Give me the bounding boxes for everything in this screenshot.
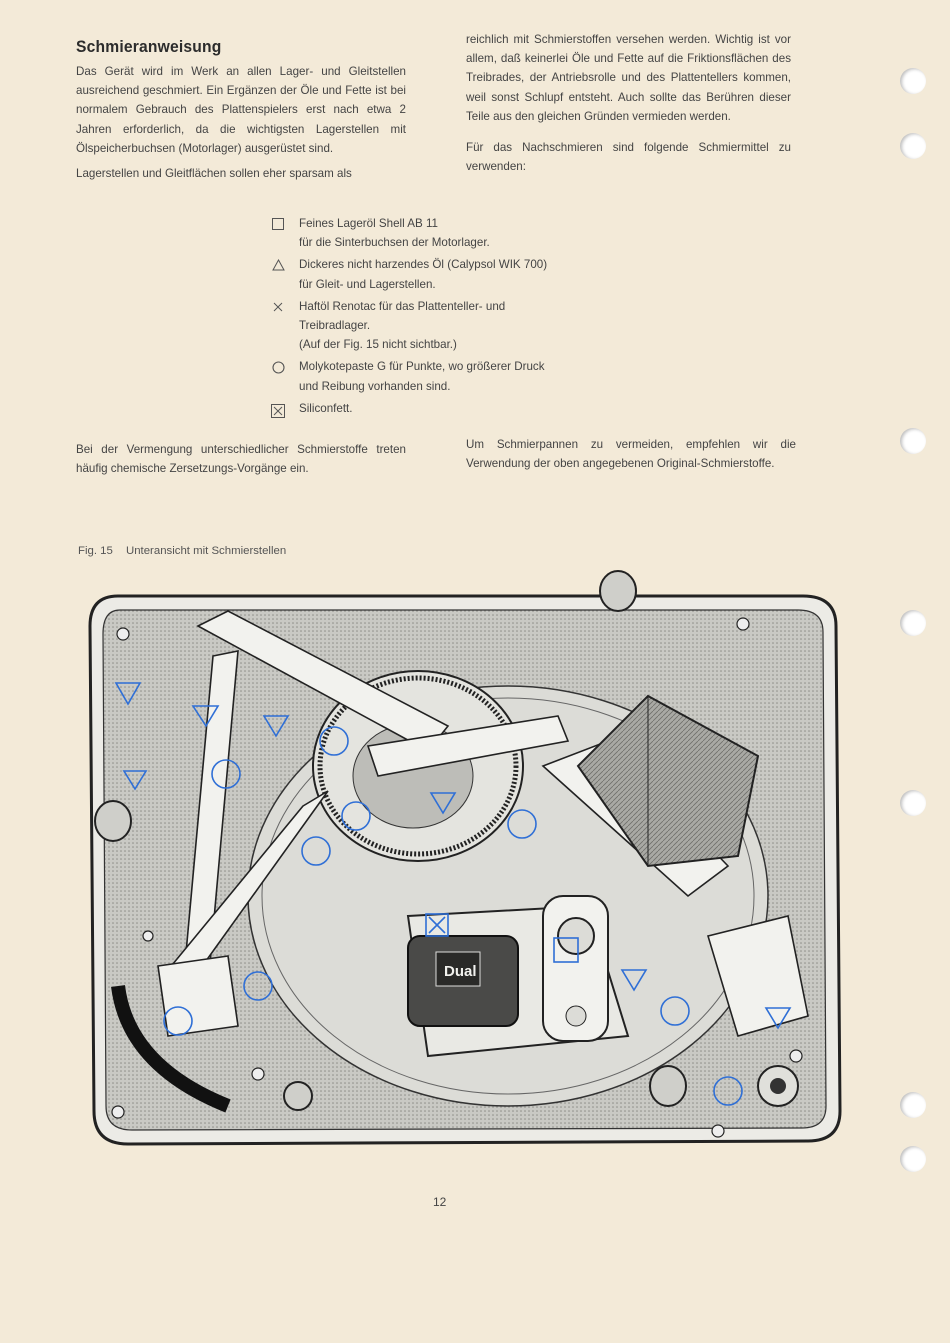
circle-marker (660, 996, 690, 1026)
punch-hole (900, 790, 926, 816)
turntable-underside-drawing: Dual (88, 570, 842, 1146)
figure-caption: Fig. 15 Unteransicht mit Schmierstellen (78, 545, 286, 557)
left-paragraph-2: Lagerstellen und Gleitflächen sollen ehe… (76, 167, 352, 181)
cueing-assembly (706, 915, 809, 1107)
motor-assembly: Dual (406, 895, 630, 1058)
legend-item-boxed-cross: Siliconfett. (270, 399, 630, 418)
rubber-feet (94, 570, 687, 1111)
cover-box (576, 694, 760, 868)
circle-icon (271, 360, 285, 374)
punch-hole (900, 133, 926, 159)
right-paragraph-1: reichlich mit Schmierstoffen versehen we… (466, 33, 791, 123)
bottom-left-note: Bei der Vermengung unterschiedlicher Sch… (76, 440, 406, 484)
triangle-marker (764, 1007, 792, 1030)
punch-hole (900, 68, 926, 94)
triangle-marker (114, 682, 142, 706)
triangle-marker (262, 715, 290, 738)
page-title: Schmieranweisung (76, 37, 222, 56)
punch-hole (900, 1092, 926, 1118)
triangle-marker (429, 792, 457, 815)
legend-line: für Gleit- und Lagerstellen. (299, 277, 436, 291)
punch-hole (900, 610, 926, 636)
circle-marker (341, 801, 371, 831)
circle-marker (507, 809, 537, 839)
triangle-marker (191, 705, 220, 728)
legend-line: Treibradlager. (299, 319, 371, 333)
figure-title: Unteransicht mit Schmierstellen (126, 545, 287, 557)
lubricant-legend: Feines Lageröl Shell AB 11 für die Sinte… (270, 214, 630, 421)
lubrication-markers (114, 682, 792, 1106)
cross-icon (271, 300, 285, 314)
punch-hole (900, 1146, 926, 1172)
legend-line: für die Sinterbuchsen der Motorlager. (299, 236, 490, 250)
legend-item-triangle: Dickeres nicht harzendes Öl (Calypsol WI… (270, 255, 630, 293)
circle-marker (713, 1076, 743, 1106)
dual-brand-label: Dual (444, 963, 477, 980)
punch-hole (900, 428, 926, 454)
triangle-icon (271, 258, 285, 272)
legend-line: Siliconfett. (299, 401, 353, 415)
square-icon (271, 217, 285, 231)
circle-marker (319, 726, 349, 756)
boxed-cross-icon (271, 403, 285, 418)
right-paragraph-2: Für das Nachschmieren sind folgende Schm… (466, 141, 791, 174)
mixing-warning: Bei der Vermengung unterschiedlicher Sch… (76, 443, 406, 476)
legend-item-square: Feines Lageröl Shell AB 11 für die Sinte… (270, 214, 630, 252)
left-paragraph-1: Das Gerät wird im Werk an allen Lager- u… (76, 65, 406, 155)
legend-line: und Reibung vorhanden sind. (299, 379, 451, 393)
screw-heads (111, 617, 803, 1138)
triangle-marker (620, 969, 648, 992)
circle-marker (243, 971, 273, 1001)
figure-number: Fig. 15 (78, 545, 113, 557)
legend-line: Molykotepaste G für Punkte, wo größerer … (299, 360, 545, 374)
page-number: 12 (433, 1195, 447, 1209)
circle-marker (301, 836, 331, 866)
triangle-marker (122, 770, 148, 791)
legend-item-circle: Molykotepaste G für Punkte, wo größerer … (270, 357, 630, 395)
legend-line: Dickeres nicht harzendes Öl (Calypsol WI… (299, 258, 548, 272)
square-marker (553, 937, 579, 963)
recommendation-text: Um Schmierpannen zu vermeiden, empfehlen… (466, 438, 796, 471)
left-column: Das Gerät wird im Werk an allen Lager- u… (76, 62, 406, 189)
boxed-cross-marker (425, 913, 449, 937)
bottom-right-note: Um Schmierpannen zu vermeiden, empfehlen… (466, 435, 796, 479)
right-column: reichlich mit Schmierstoffen versehen we… (466, 30, 791, 182)
circle-marker (163, 1006, 193, 1036)
circle-marker (211, 759, 241, 789)
legend-line: Feines Lageröl Shell AB 11 (299, 217, 438, 230)
legend-line: Haftöl Renotac für das Plattenteller- un… (299, 299, 506, 313)
legend-item-cross: Haftöl Renotac für das Plattenteller- un… (270, 297, 630, 355)
legend-line: (Auf der Fig. 15 nicht sichtbar.) (299, 338, 457, 352)
